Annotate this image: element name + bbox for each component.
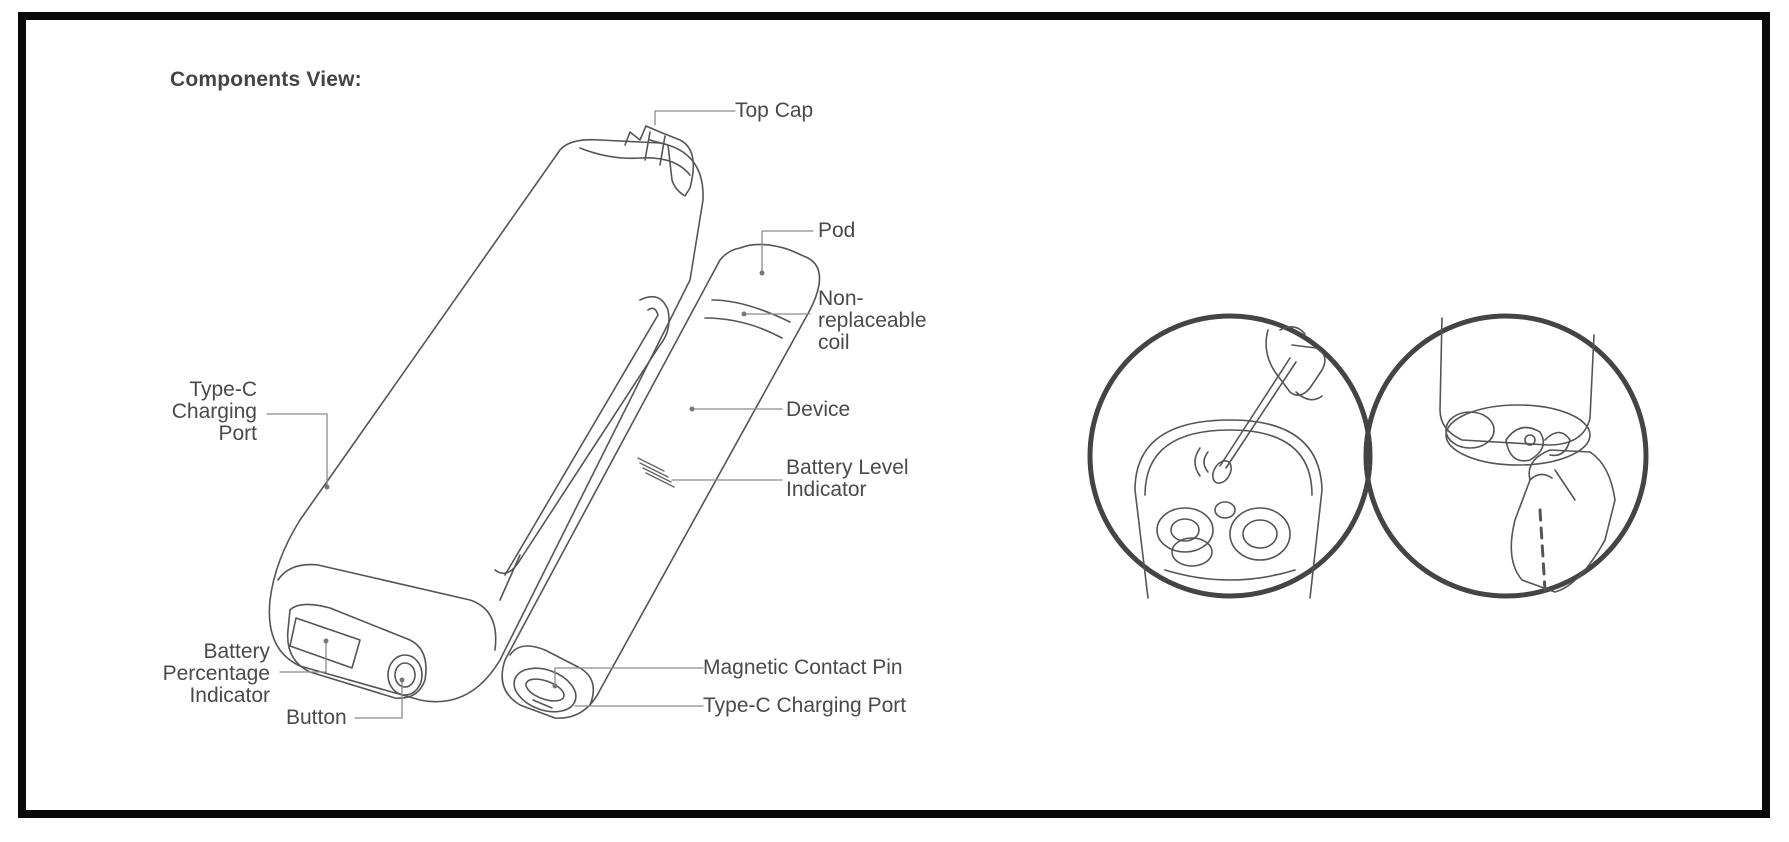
label-top-cap: Top Cap bbox=[735, 99, 814, 122]
device-illustration bbox=[501, 243, 821, 719]
label-coil: Non- replaceable coil bbox=[818, 288, 927, 354]
label-type-c-left-line2: Charging bbox=[171, 400, 257, 423]
page-title: Components View: bbox=[170, 68, 362, 91]
wiping-pod-illustration bbox=[1363, 313, 1649, 599]
label-type-c-left-line3: Port bbox=[218, 422, 257, 445]
label-battery-pct-line1: Battery bbox=[203, 640, 270, 663]
label-battery-percentage: Battery Percentage Indicator bbox=[150, 641, 270, 707]
label-magnetic-contact-pin: Magnetic Contact Pin bbox=[703, 656, 903, 679]
label-coil-line3: coil bbox=[818, 331, 850, 354]
label-battery-level: Battery Level Indicator bbox=[786, 457, 909, 501]
label-coil-line2: replaceable bbox=[818, 309, 927, 332]
label-button: Button bbox=[286, 706, 347, 729]
label-type-c-left-line1: Type-C bbox=[189, 378, 257, 401]
label-device: Device bbox=[786, 398, 851, 421]
label-battery-level-line1: Battery Level bbox=[786, 456, 909, 479]
leader-lines bbox=[266, 110, 814, 719]
label-battery-level-line2: Indicator bbox=[786, 478, 867, 501]
label-battery-pct-line2: Percentage bbox=[162, 662, 270, 685]
case-illustration bbox=[268, 125, 704, 703]
label-type-c-bottom: Type-C Charging Port bbox=[703, 694, 907, 717]
diagram-frame bbox=[18, 12, 1770, 818]
label-battery-pct-line3: Indicator bbox=[189, 684, 270, 707]
leader-dots bbox=[323, 270, 765, 689]
battery-level-dots bbox=[637, 457, 675, 488]
label-type-c-left: Type-C Charging Port bbox=[150, 379, 257, 445]
label-pod: Pod bbox=[818, 219, 856, 242]
label-coil-line1: Non- bbox=[818, 287, 864, 310]
cleaning-swab-illustration bbox=[1087, 313, 1373, 599]
